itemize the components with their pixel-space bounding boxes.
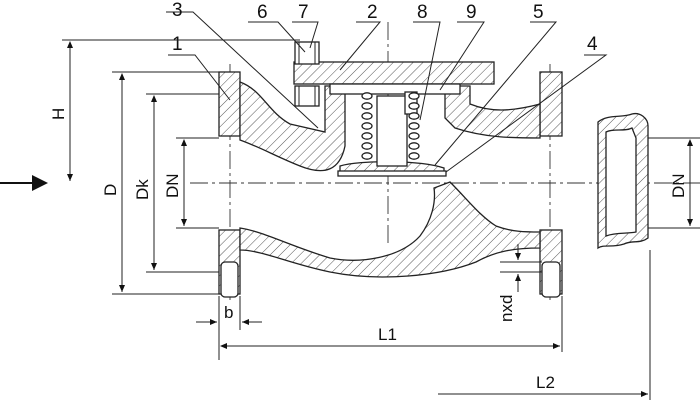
- part-label-7: 7: [298, 2, 309, 23]
- part-label-9: 9: [466, 2, 477, 23]
- dim-label-DN-outlet: DN: [669, 173, 688, 198]
- flow-arrow-icon: [0, 175, 48, 191]
- part-label-4: 4: [587, 34, 598, 55]
- upper-inlet-wall: [239, 81, 346, 172]
- dim-label-nxd: nxd: [497, 295, 516, 322]
- dim-label-b: b: [224, 303, 233, 322]
- dim-label-L2: L2: [536, 373, 555, 392]
- dimension-lines: [62, 39, 700, 400]
- leader-lines: [166, 11, 608, 173]
- seat-ring: [337, 170, 447, 177]
- guide-stem: [376, 95, 408, 167]
- nut: [294, 85, 320, 107]
- dim-label-H: H: [49, 108, 68, 120]
- outlet-flange-top: [539, 71, 563, 137]
- lower-inlet-wall: [239, 181, 541, 278]
- bonnet-cover: [293, 61, 495, 85]
- part-label-1: 1: [172, 34, 183, 55]
- dim-label-L1: L1: [378, 325, 397, 344]
- valve-body: [218, 41, 649, 298]
- dim-label-Dk: Dk: [133, 179, 152, 200]
- part-label-5: 5: [533, 2, 544, 23]
- dim-label-DN-inlet: DN: [163, 173, 182, 198]
- dim-label-D: D: [101, 184, 120, 196]
- part-label-6: 6: [257, 2, 268, 23]
- part-label-8: 8: [417, 2, 428, 23]
- part-label-2: 2: [367, 2, 378, 23]
- inlet-flange-top: [218, 71, 241, 137]
- part-label-3: 3: [172, 0, 183, 21]
- spring: [361, 92, 420, 160]
